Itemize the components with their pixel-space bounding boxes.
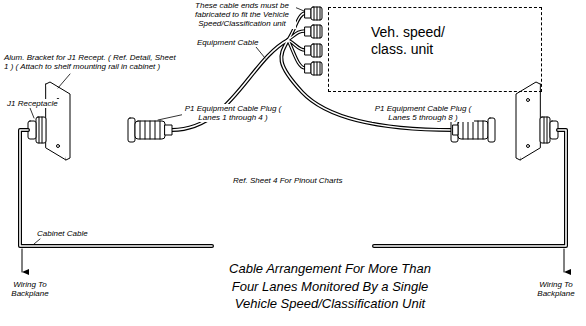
callout-label: Cabinet Cable (36, 229, 94, 238)
callout-label: Ref. Sheet 4 For Pinout Charts (232, 176, 364, 185)
figure-caption: Cable Arrangement For More Than Four Lan… (218, 260, 442, 313)
leader-lines (30, 6, 466, 244)
callout-label: P1 Equipment Cable Plug ( Lanes 5 throug… (372, 104, 474, 122)
device-box: Veh. speed/ class. unit (328, 7, 542, 92)
callout-label: Wiring To Backplane (532, 280, 580, 298)
callout-label: Wiring To Backplane (6, 280, 54, 298)
callout-label: J1 Receptacle (6, 99, 68, 108)
callout-label: P1 Equipment Cable Plug ( Lanes 1 throug… (182, 104, 284, 122)
device-label: Veh. speed/ class. unit (371, 24, 467, 58)
callout-label: These cable ends must be fabricated to f… (188, 1, 296, 29)
cable-end-connectors (305, 7, 322, 75)
brackets (28, 82, 558, 160)
callout-label: Equipment Cable (196, 38, 260, 47)
cabinet-cables (20, 130, 566, 246)
callout-label: Alum. Bracket for J1 Recept. ( Ref. Deta… (3, 53, 183, 71)
